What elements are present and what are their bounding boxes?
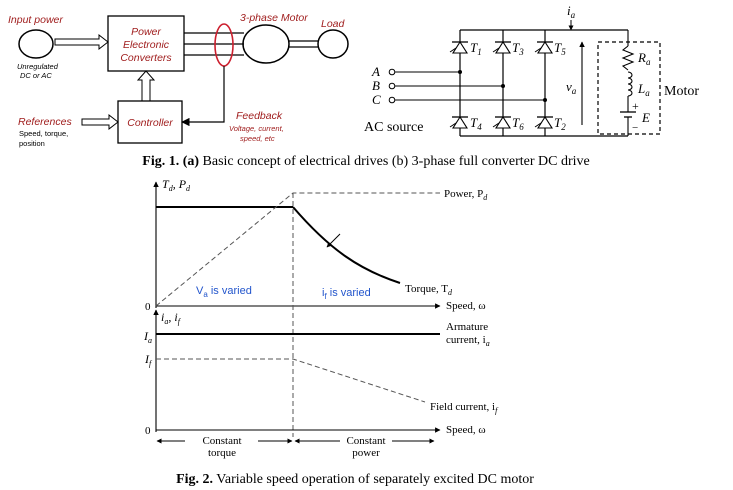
constant-power-label-1: Constant [346, 435, 385, 447]
bottom-zero-label: 0 [145, 425, 151, 437]
va-varied-label: Va is varied [196, 285, 252, 299]
constant-torque-label-1: Constant [202, 435, 241, 447]
constant-torque-label-2: torque [208, 447, 236, 459]
armature-label-2: current, ia [446, 334, 490, 348]
input-to-pec-arrow [54, 33, 109, 51]
figure-2-caption: Fig. 2. Variable speed operation of sepa… [176, 472, 534, 487]
torque-label: Torque, Td [405, 283, 453, 297]
speed-label-top: Speed, ω [446, 300, 486, 312]
fig1b-circuit: ia T1 T3 T5 [364, 3, 699, 137]
load-label: Load [321, 18, 346, 30]
ra-resistor [621, 45, 635, 71]
top-zero-label: 0 [145, 301, 151, 313]
terminal-a [388, 68, 396, 76]
ia-label: ia [567, 3, 576, 20]
torque-hyperbola [292, 206, 401, 284]
feedback-sub-1: Voltage, current, [229, 124, 284, 133]
node-c [543, 98, 547, 102]
phase-c-label: C [372, 92, 381, 107]
unregulated-label-2: DC or AC [20, 71, 52, 80]
top-y-label: Td, Pd [162, 177, 191, 193]
if-axis-label: If [144, 352, 153, 368]
motor-dashed-box [597, 41, 661, 135]
emf-minus: − [632, 122, 638, 134]
thyristor-t1: T1 [449, 40, 482, 57]
motor-label: 3-phase Motor [240, 12, 308, 24]
field-current-line [156, 358, 426, 403]
emf-plus: + [632, 99, 639, 113]
controller-to-pec-arrow [136, 70, 156, 102]
terminal-b [388, 82, 396, 90]
pec-label-1: Power [131, 26, 161, 38]
feedback-sub-2: speed, etc [240, 134, 275, 143]
current-sense-ring [214, 23, 234, 67]
unregulated-label-1: Unregulated [17, 62, 59, 71]
ac-source-label: AC source [364, 120, 424, 135]
phase-b-label: B [372, 78, 380, 93]
controller-label: Controller [127, 117, 173, 129]
motor-circle [242, 24, 290, 64]
torque-pointer [326, 233, 341, 248]
thyristor-t6: T6 [492, 115, 524, 132]
phase-a-label: A [371, 64, 380, 79]
emf-label: E [641, 110, 650, 125]
svg-text:T2: T2 [554, 115, 566, 132]
pec-label-2: Electronic [123, 39, 170, 51]
terminal-c [388, 96, 396, 104]
la-inductor [627, 71, 633, 97]
svg-text:T6: T6 [512, 115, 524, 132]
svg-text:T4: T4 [470, 115, 482, 132]
input-power-source [18, 29, 54, 59]
pec-label-3: Converters [120, 52, 172, 64]
if-varied-label: if is varied [322, 287, 371, 301]
power-label: Power, Pd [444, 188, 488, 202]
fig1a-block-diagram: Input power Unregulated DC or AC Power E… [8, 12, 349, 148]
va-label: va [566, 79, 577, 96]
node-b [501, 84, 505, 88]
armature-label-1: Armature [446, 321, 488, 333]
thyristor-t2: T2 [534, 115, 566, 132]
svg-text:T1: T1 [470, 40, 482, 57]
svg-text:T5: T5 [554, 40, 566, 57]
references-sub-1: Speed, torque, [19, 129, 68, 138]
la-label: La [637, 81, 650, 98]
ia-axis-label: Ia [143, 329, 152, 345]
references-to-controller-arrow [81, 113, 119, 131]
input-power-label: Input power [8, 14, 63, 26]
references-sub-2: position [19, 139, 45, 148]
speed-label-bottom: Speed, ω [446, 424, 486, 436]
references-label: References [18, 116, 72, 128]
ra-label: Ra [637, 50, 651, 67]
field-current-label: Field current, if [430, 401, 499, 415]
fig2-speed-chart: Td, Pd 0 Torque, Td Power, Pd Va is vari… [143, 177, 499, 459]
bottom-y-label: ia, if [161, 310, 182, 326]
thyristor-t4: T4 [449, 115, 482, 132]
motor-text-label: Motor [664, 84, 699, 99]
thyristor-t5: T5 [534, 40, 566, 57]
feedback-line [181, 66, 225, 127]
figure-1-caption: Fig. 1. (a) Basic concept of electrical … [142, 154, 589, 169]
node-a [458, 70, 462, 74]
feedback-label: Feedback [236, 110, 283, 122]
load-circle [317, 29, 349, 59]
thyristor-t3: T3 [492, 40, 524, 57]
constant-power-label-2: power [352, 447, 380, 459]
svg-text:T3: T3 [512, 40, 524, 57]
